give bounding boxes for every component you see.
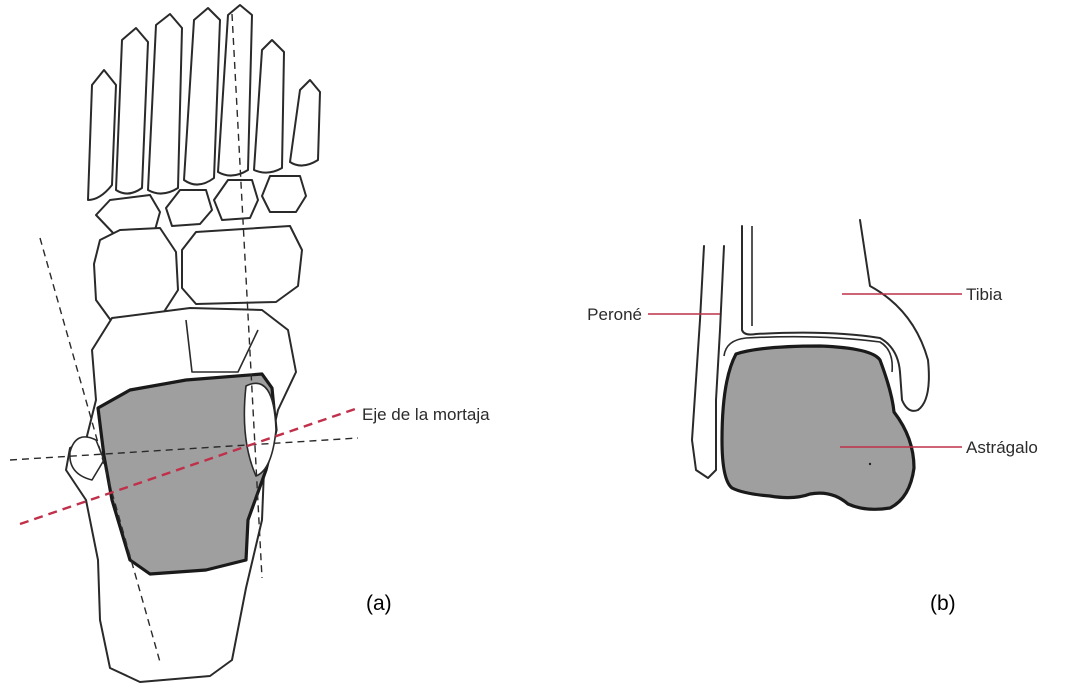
metatarsals <box>88 5 320 200</box>
fibula <box>692 246 724 478</box>
fibula-label: Peroné <box>587 305 642 324</box>
panel-a-foot <box>66 5 320 682</box>
talus-label: Astrágalo <box>966 438 1038 457</box>
mortise-axis-label: Eje de la mortaja <box>362 405 490 424</box>
panel-b-ankle <box>692 220 929 509</box>
tibia-label: Tibia <box>966 285 1003 304</box>
panel-b-caption: (b) <box>930 592 956 615</box>
panel-a-caption: (a) <box>366 592 392 615</box>
talus-b <box>722 346 914 509</box>
